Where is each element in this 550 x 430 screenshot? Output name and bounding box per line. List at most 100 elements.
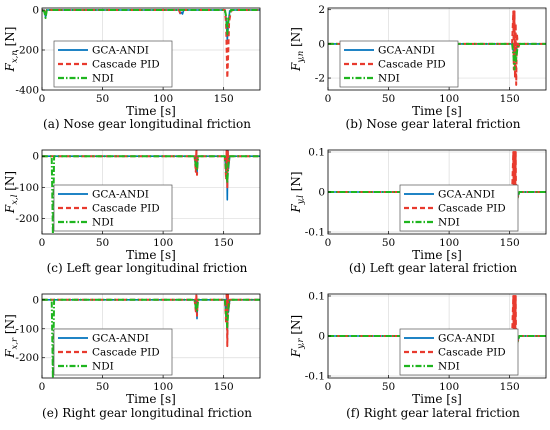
series-line-ndi: [42, 298, 260, 378]
y-tick-label: 0: [32, 294, 39, 306]
x-tick-label: 50: [382, 93, 395, 105]
y-tick-label: -200: [15, 213, 39, 225]
series-line-ndi: [328, 42, 546, 71]
x-axis-label: Time [s]: [126, 392, 176, 406]
y-tick-label: -200: [15, 352, 39, 364]
y-tick-label: -100: [15, 182, 39, 194]
legend-label: GCA-ANDI: [438, 189, 495, 201]
series-line-ndi: [42, 155, 260, 234]
legend-label: NDI: [438, 361, 460, 373]
panel-caption: (d) Left gear lateral friction: [349, 261, 518, 275]
x-axis-label: Time [s]: [126, 104, 176, 118]
y-tick-label: 2: [318, 4, 325, 16]
x-tick-label: 0: [325, 381, 332, 393]
series-group: [328, 10, 546, 86]
y-label-symbol: F: [289, 204, 303, 214]
y-label-subscript: y,n: [296, 51, 306, 64]
y-label-symbol: F: [289, 348, 303, 358]
legend-label: GCA-ANDI: [378, 45, 435, 57]
x-tick-label: 150: [214, 237, 234, 249]
y-label-unit: [N]: [3, 27, 17, 51]
x-tick-label: 50: [96, 237, 109, 249]
y-label-unit: [N]: [289, 27, 303, 51]
x-tick-label: 0: [39, 237, 46, 249]
axes-box: [41, 293, 261, 379]
y-label-subscript: y,l: [296, 195, 306, 205]
legend-label: GCA-ANDI: [92, 333, 149, 345]
legend-box: [399, 184, 519, 232]
x-axis-label: Time [s]: [126, 248, 176, 262]
panel-caption: (e) Right gear longitudinal friction: [42, 406, 252, 420]
legend-label: GCA-ANDI: [92, 189, 149, 201]
y-label-symbol: F: [289, 62, 303, 72]
legend: GCA-ANDI Cascade PID NDI: [399, 328, 519, 376]
y-label-symbol: F: [3, 204, 17, 214]
y-axis-label: Fx,l [N]: [3, 171, 20, 214]
panel-caption: (c) Left gear longitudinal friction: [47, 261, 248, 275]
series-line-ndi: [42, 9, 260, 35]
x-tick-label: 50: [382, 237, 395, 249]
y-tick-label: -0.1: [305, 371, 325, 383]
y-tick-label: 0: [318, 38, 325, 50]
y-label-unit: [N]: [3, 171, 17, 195]
legend-box: [339, 40, 459, 88]
y-label-symbol: F: [3, 63, 17, 73]
x-tick-label: 150: [500, 93, 520, 105]
y-label-subscript: x,l: [10, 194, 20, 204]
legend-box: [399, 328, 519, 376]
y-tick-label: -200: [15, 45, 39, 57]
y-tick-label: 0: [32, 5, 39, 17]
panel-caption: (a) Nose gear longitudinal friction: [43, 117, 251, 131]
y-label-subscript: y,r: [296, 338, 306, 350]
x-axis-label: Time [s]: [412, 392, 462, 406]
legend-label: NDI: [92, 217, 114, 229]
legend-label: GCA-ANDI: [438, 333, 495, 345]
legend-label: Cascade PID: [438, 347, 506, 359]
legend-label: Cascade PID: [438, 203, 506, 215]
x-tick-label: 100: [439, 237, 459, 249]
legend-label: Cascade PID: [92, 347, 160, 359]
y-axis-label: Fy,l [N]: [289, 171, 306, 213]
y-tick-label: 0: [318, 331, 325, 343]
x-tick-label: 100: [153, 237, 173, 249]
series-group: [42, 294, 260, 378]
x-tick-label: 100: [439, 93, 459, 105]
x-tick-label: 0: [325, 237, 332, 249]
axes-box: [41, 7, 261, 91]
legend-label: Cascade PID: [92, 59, 160, 71]
x-tick-label: 100: [153, 93, 173, 105]
legend-box: [53, 328, 173, 376]
legend-label: GCA-ANDI: [92, 45, 149, 57]
y-axis-label: Fx,r [N]: [3, 314, 20, 359]
x-tick-label: 150: [500, 381, 520, 393]
axes-box: [41, 149, 261, 235]
series-line-cascade-pid: [328, 10, 546, 86]
y-tick-label: 0.1: [308, 147, 325, 159]
x-axis-label: Time [s]: [412, 104, 462, 118]
legend-label: Cascade PID: [378, 59, 446, 71]
x-tick-label: 0: [39, 381, 46, 393]
x-tick-label: 150: [214, 93, 234, 105]
legend: GCA-ANDI Cascade PID NDI: [53, 184, 173, 232]
x-tick-label: 50: [96, 93, 109, 105]
legend-box: [53, 40, 173, 88]
y-label-unit: [N]: [289, 171, 303, 195]
y-tick-label: -100: [15, 323, 39, 335]
x-tick-label: 100: [439, 381, 459, 393]
panel-caption: (b) Nose gear lateral friction: [346, 117, 521, 131]
x-tick-label: 100: [153, 381, 173, 393]
y-tick-label: -0.1: [305, 227, 325, 239]
y-tick-label: 0.1: [308, 291, 325, 303]
y-label-subscript: x,r: [10, 337, 20, 349]
panel-caption: (f) Right gear lateral friction: [346, 406, 520, 420]
x-tick-label: 50: [96, 381, 109, 393]
legend-label: Cascade PID: [92, 203, 160, 215]
